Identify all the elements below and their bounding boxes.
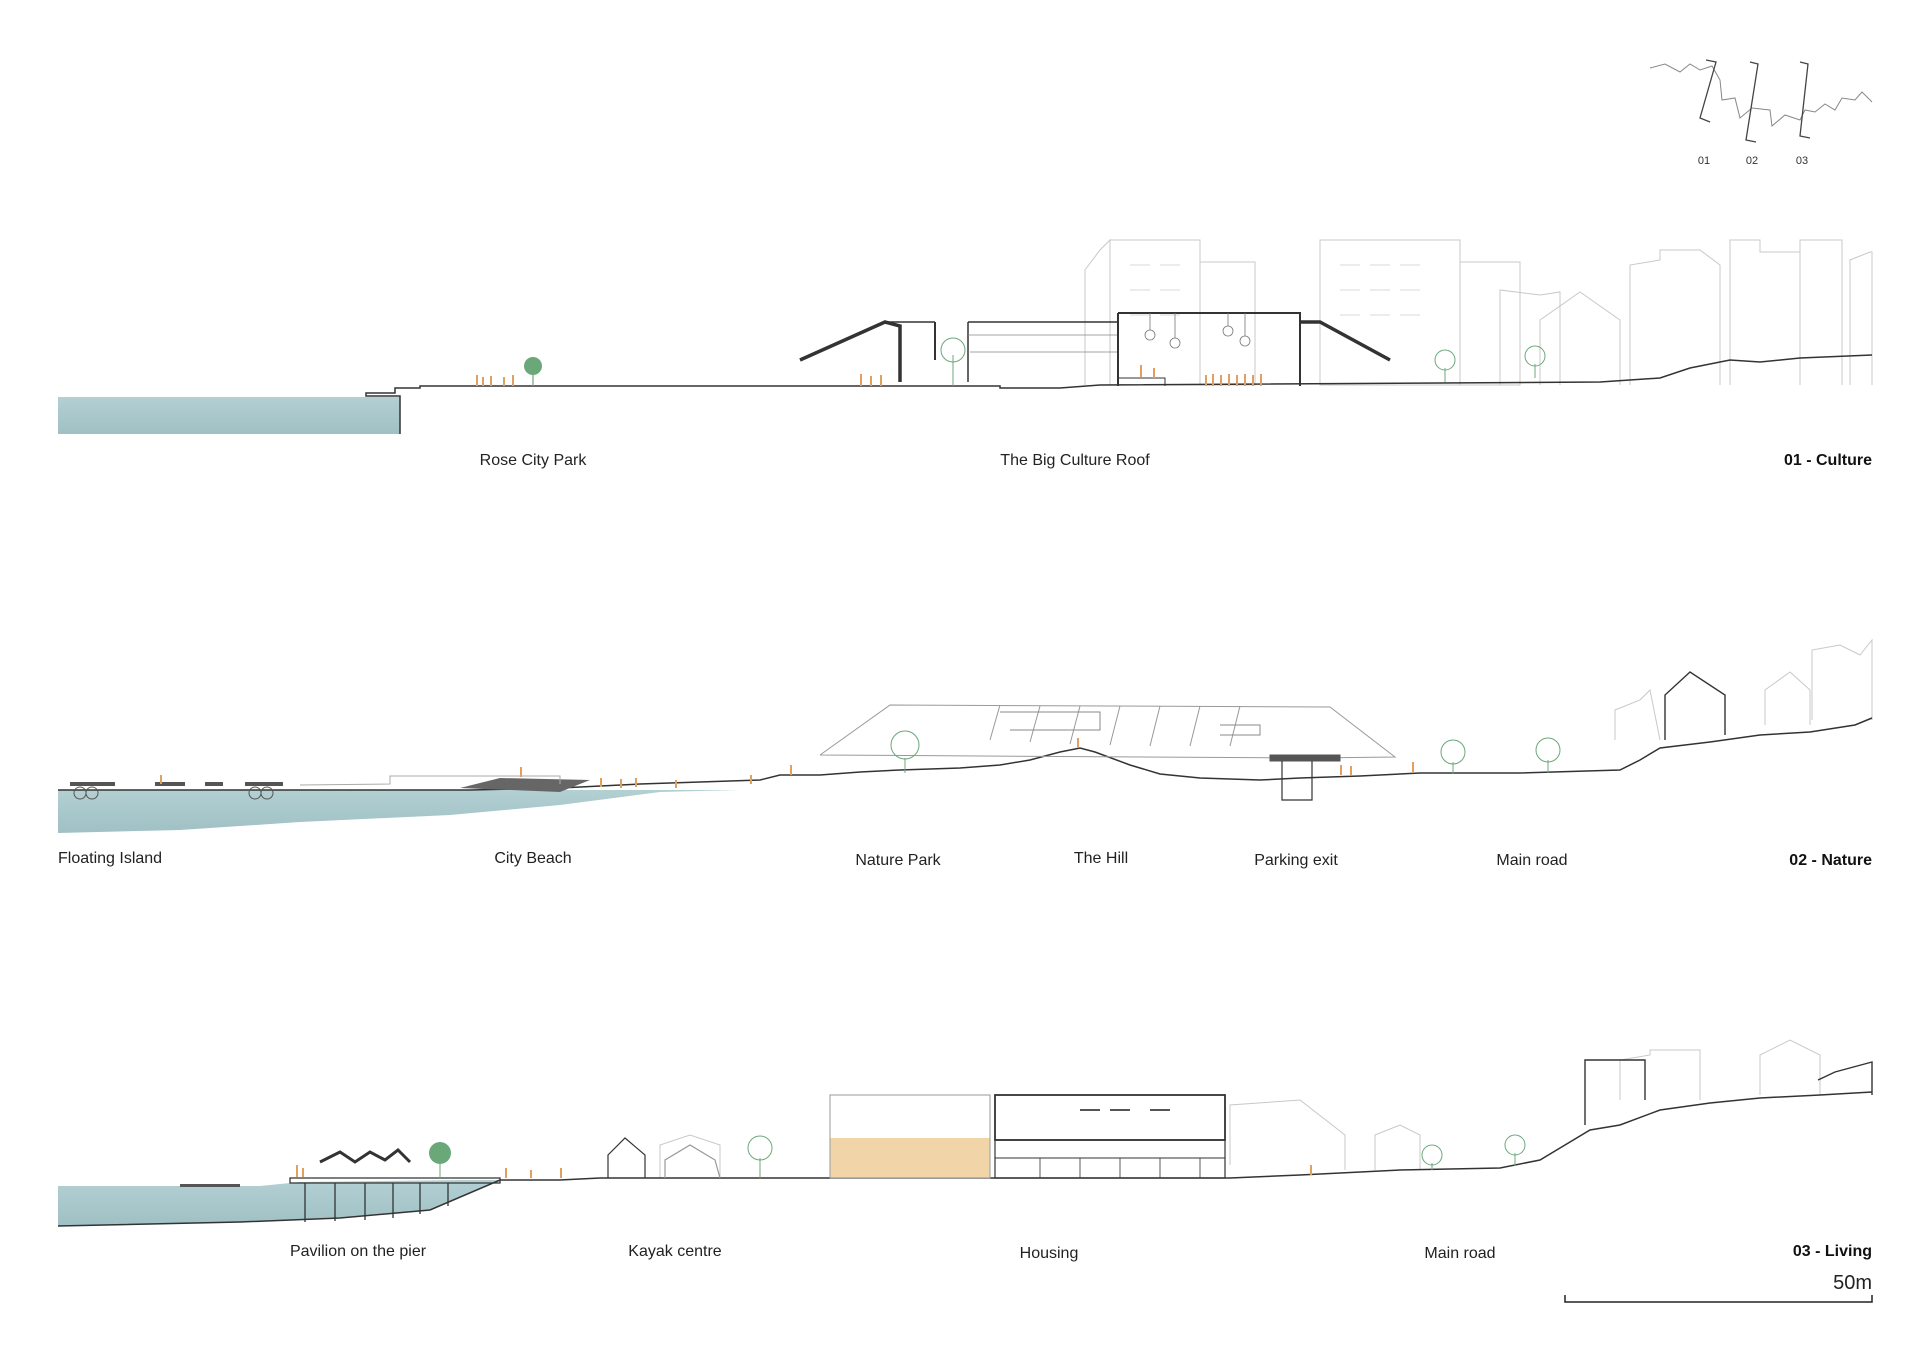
label-housing: Housing (1019, 1245, 1079, 1262)
section-03-living (57, 1039, 1873, 1227)
city-beach-deck (460, 778, 590, 792)
section-title-02: 02 - Nature (1789, 852, 1872, 869)
city-context-02 (1614, 638, 1873, 741)
ground-line-01 (365, 354, 1873, 434)
key-cut-line-02 (1745, 61, 1759, 143)
section-title-03: 03 - Living (1792, 1243, 1872, 1260)
section-02-nature (58, 638, 1873, 833)
label-nature-park: Nature Park (855, 852, 941, 869)
section-01-culture (58, 238, 1873, 434)
water-01 (58, 397, 400, 434)
key-cut-line-03 (1799, 61, 1811, 139)
key-plan-outline (1649, 63, 1873, 127)
main-road-block-03 (1584, 1059, 1873, 1125)
people-01 (476, 365, 1262, 386)
people-03 (296, 1165, 1312, 1178)
label-main-road-02: Main road (1496, 852, 1568, 869)
housing-block (829, 1094, 1226, 1179)
scale-bar (1564, 1295, 1873, 1303)
trees-02 (890, 730, 1561, 774)
beach-wall (299, 775, 561, 786)
key-plan (1649, 59, 1873, 143)
label-kayak-centre: Kayak centre (628, 1243, 722, 1260)
kayak-centre-building (607, 1137, 721, 1179)
water-02 (58, 790, 740, 833)
city-context-01 (1084, 238, 1873, 386)
label-main-road-03: Main road (1424, 1245, 1496, 1262)
city-context-03 (659, 1039, 1821, 1178)
big-culture-roof (799, 312, 1391, 386)
key-number-01: 01 (1697, 155, 1711, 167)
floating-island (70, 782, 283, 800)
label-pavilion-on-the-pier: Pavilion on the pier (289, 1243, 427, 1260)
label-the-hill: The Hill (1073, 850, 1129, 867)
ground-line-02 (58, 717, 1873, 791)
section-title-01: 01 - Culture (1783, 452, 1872, 469)
trees-03 (429, 1134, 1526, 1178)
key-number-03: 03 (1795, 155, 1809, 167)
trees-01 (524, 337, 1546, 386)
key-number-02: 02 (1745, 155, 1759, 167)
nature-park-roof (819, 704, 1397, 801)
water-03 (58, 1180, 500, 1226)
pier-structure (180, 1148, 501, 1222)
label-city-beach: City Beach (494, 850, 572, 867)
main-road-house-02 (1664, 671, 1726, 740)
label-rose-city-park: Rose City Park (479, 452, 587, 469)
label-big-culture-roof: The Big Culture Roof (1000, 452, 1150, 469)
label-parking-exit: Parking exit (1254, 852, 1338, 869)
scale-bar-label: 50m (1833, 1272, 1872, 1294)
key-cut-line-01 (1699, 59, 1717, 123)
label-floating-island: Floating Island (58, 850, 163, 867)
ground-line-03 (57, 1091, 1873, 1227)
people-02 (160, 738, 1414, 788)
